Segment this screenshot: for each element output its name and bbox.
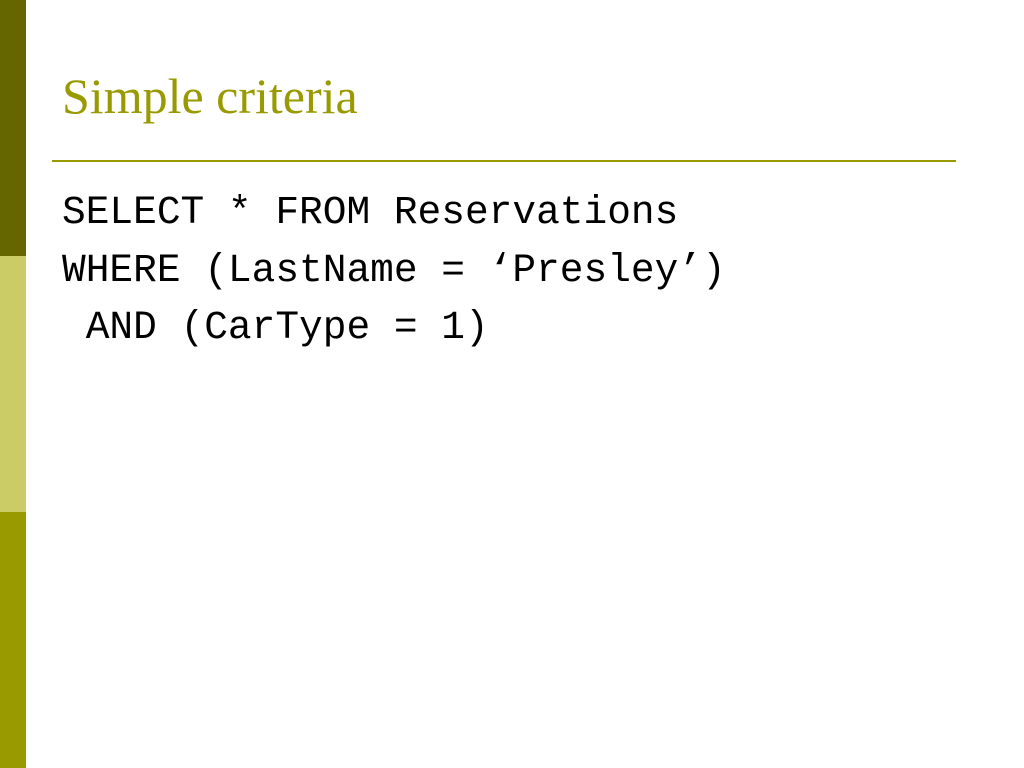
sidebar-accent-bottom xyxy=(0,512,26,768)
slide-title: Simple criteria xyxy=(62,68,358,124)
sidebar-accent-top xyxy=(0,0,26,256)
title-underline xyxy=(52,160,956,162)
code-line-and: AND (CarType = 1) xyxy=(62,305,489,350)
sql-code-block: SELECT * FROM Reservations WHERE (LastNa… xyxy=(62,184,726,357)
sidebar-accent-middle xyxy=(0,256,26,512)
code-line-where: WHERE (LastName = ‘Presley’) xyxy=(62,247,726,293)
code-line-select: SELECT * FROM Reservations xyxy=(62,190,679,235)
